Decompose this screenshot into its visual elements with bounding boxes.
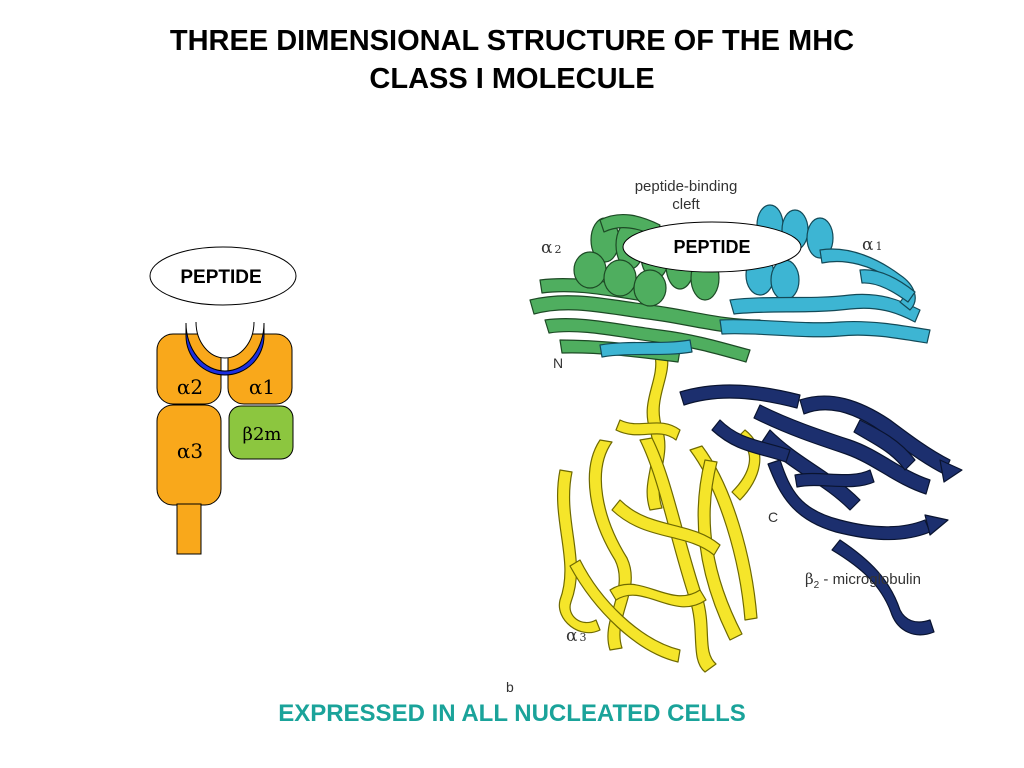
- alpha2-label: α2: [177, 375, 203, 399]
- beta2-microglobulin-label: β2 - microglobulin: [805, 570, 921, 591]
- peptide-groove-inner: [195, 321, 255, 359]
- title-line-2: CLASS I MOLECULE: [369, 63, 655, 95]
- footer-caption: EXPRESSED IN ALL NUCLEATED CELLS: [278, 700, 746, 727]
- alpha1-domain: [227, 333, 293, 405]
- cleft-caption-line-1: peptide-binding: [635, 178, 738, 195]
- title-line-1: THREE DIMENSIONAL STRUCTURE OF THE MHC: [169, 25, 855, 57]
- transmembrane-stalk: [176, 503, 202, 555]
- schematic-peptide-label: PEPTIDE: [180, 267, 261, 288]
- beta2m-label: β2m: [243, 424, 282, 445]
- beta2m-domain: [228, 405, 294, 460]
- page-title: THREE DIMENSIONAL STRUCTURE OF THE MHC C…: [0, 22, 1024, 98]
- mhc-schematic: PEPTIDE α2 α1 α3 β2m: [149, 246, 297, 555]
- peptide-groove: [185, 322, 265, 376]
- c-terminus-label: C: [768, 509, 778, 525]
- schematic-peptide-ellipse: [149, 246, 297, 306]
- cleft-caption-line-2: cleft: [672, 196, 700, 213]
- n-terminus-label: N: [553, 355, 563, 371]
- figure-panel-mark: b: [506, 679, 514, 695]
- ribbon-peptide-ellipse: [622, 221, 802, 273]
- alpha3-label: α3: [177, 439, 203, 463]
- ribbon-peptide-label: PEPTIDE: [673, 237, 750, 257]
- alpha2-domain: [156, 333, 222, 405]
- ribbon-beta2m: [679, 384, 963, 636]
- alpha1-label: α1: [249, 375, 275, 399]
- ribbon-alpha3: [556, 352, 761, 673]
